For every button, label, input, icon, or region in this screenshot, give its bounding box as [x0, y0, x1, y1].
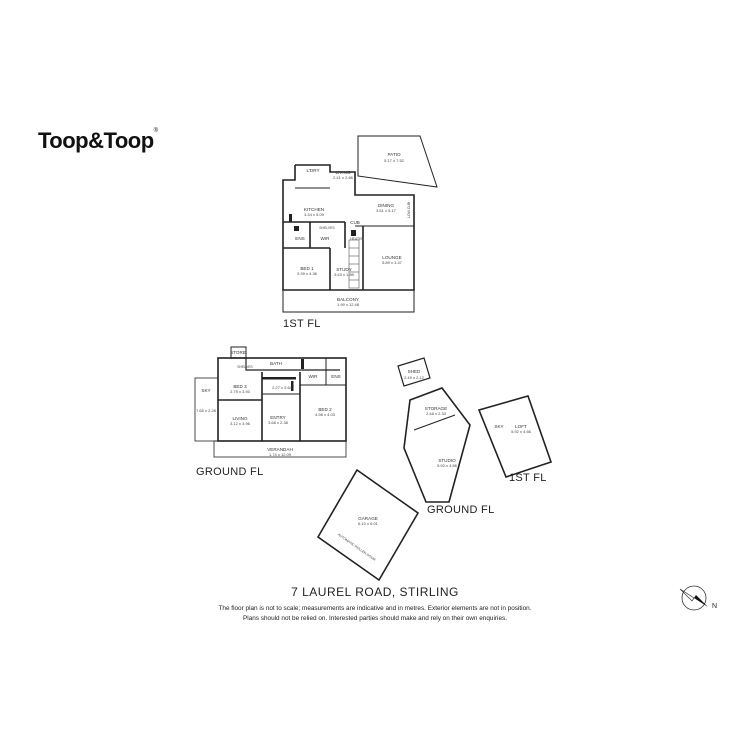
living-first-dim: 2.41 x 2.66 [333, 175, 354, 180]
dining-dim: 3.51 x 5.17 [376, 208, 397, 213]
first-floor-fixtures [289, 214, 356, 236]
patio-label: PATIO [387, 152, 401, 157]
wir-first-label: WIR [321, 236, 331, 241]
hall-dim: 2.27 x 3.64 [272, 385, 293, 390]
ens-first-label: ENS [295, 236, 304, 241]
brand-logo: Toop&Toop® [38, 128, 158, 154]
storage-dim: 2.48 x 2.33 [426, 411, 447, 416]
brand-logo-text: Toop&Toop [38, 128, 154, 153]
heater-fixture [351, 230, 356, 236]
verandah-dim: 1.74 x 12.09 [269, 452, 292, 457]
ground-floor-walls [194, 346, 347, 458]
studio-label: STUDIO [438, 458, 456, 463]
ground-floor-fixtures [262, 359, 304, 391]
loft-label: LOFT [515, 424, 527, 429]
bed3-dim: 2.79 x 3.93 [230, 389, 251, 394]
compass-icon [679, 585, 708, 611]
roller-door-label: AUTOMATIC ROLLER DOOR [337, 533, 377, 563]
shelves-first-label: SHELVES [319, 226, 335, 230]
storage-label: STORAGE [425, 406, 447, 411]
storage-wall [413, 414, 456, 431]
studio-ground-floor-title: GROUND FL [427, 504, 495, 516]
disclaimer: The floor plan is not to scale; measurem… [0, 604, 750, 624]
entry-label: ENTRY [270, 415, 286, 420]
dining-label: DINING [378, 203, 395, 208]
study-label: STUDY [336, 267, 352, 272]
bed1-label: BED 1 [300, 266, 314, 271]
living-ground-label: LIVING [232, 416, 247, 421]
shelf-fixture [262, 377, 296, 380]
first-floor-stairs [348, 239, 360, 289]
disclaimer-line-1: The floor plan is not to scale; measurem… [218, 605, 532, 612]
lounge-label: LOUNGE [382, 255, 401, 260]
disclaimer-line-2: Plans should not be relied on. Intereste… [243, 615, 507, 622]
heater-label: HEATER [350, 237, 364, 241]
outbuilding-walls [316, 357, 553, 582]
shed-outline [397, 357, 431, 387]
living-first-label: LIVING [335, 170, 350, 175]
first-floor-outline [282, 164, 415, 291]
property-address: 7 LAUREL ROAD, STIRLING [291, 585, 459, 599]
wir-fixture [301, 359, 304, 369]
garage-dim: 6.10 x 6.01 [358, 521, 379, 526]
low-cub-label: LOW CUB [407, 201, 411, 218]
balcony-label: BALCONY [337, 297, 359, 302]
ens-ground-label: ENS [331, 374, 340, 379]
compass-ring [681, 585, 707, 611]
compass-tail [679, 588, 695, 602]
sky-outline [194, 377, 219, 442]
loft-outline [477, 395, 553, 478]
first-floor-walls [282, 135, 438, 313]
kitchen-label: KITCHEN [304, 207, 324, 212]
cub-label: CUB [350, 220, 360, 225]
store-outline [230, 346, 247, 359]
shed-dim: 2.49 x 2.12 [404, 375, 425, 380]
compass-north-label: N [712, 603, 718, 610]
kitchen-dim: 3.34 x 5.09 [304, 212, 325, 217]
loft-dim: 5.92 x 4.66 [511, 429, 532, 434]
living-ground-dim: 3.12 x 3.96 [230, 421, 251, 426]
garage-outline [316, 468, 420, 582]
ens-fixture [294, 226, 299, 231]
bath-label: BATH [270, 361, 282, 366]
bed3-label: BED 3 [233, 384, 247, 389]
garage-label: GARAGE [358, 516, 378, 521]
patio-dim: 5.17 x 7.52 [384, 158, 405, 163]
studio-dim: 5.92 x 4.66 [437, 463, 458, 468]
sky-loft-label: SKY [494, 424, 503, 429]
wir-ground-label: WIR [309, 374, 319, 379]
store-label: STORE [230, 350, 246, 355]
sky-ground-label: SKY [201, 388, 210, 393]
compass-needle [694, 595, 708, 607]
laundry-label: L'DRY [306, 168, 319, 173]
first-floor-title: 1ST FL [283, 318, 321, 330]
loft-first-floor-title: 1ST FL [509, 472, 547, 484]
kitchen-fixture [289, 214, 292, 222]
balcony-dim: 1.99 x 12.48 [337, 302, 360, 307]
sky-ground-dim: 7.65 x 2.28 [196, 408, 217, 413]
balcony-outline [282, 289, 415, 313]
shed-label: SHED [408, 369, 421, 374]
verandah-label: VERANDAH [267, 447, 293, 452]
ground-floor-title: GROUND FL [196, 466, 264, 478]
bed2-label: BED 2 [318, 407, 332, 412]
bed1-dim: 3.39 x 4.36 [297, 271, 318, 276]
study-dim: 3.43 x 1.89 [334, 272, 355, 277]
lounge-dim: 5.89 x 3.47 [382, 260, 403, 265]
entry-dim: 3.68 x 2.38 [268, 420, 289, 425]
patio-outline [357, 135, 438, 188]
studio-outline [403, 387, 471, 503]
hall-fixture [291, 381, 294, 391]
registered-mark: ® [153, 128, 158, 134]
bed2-dim: 4.98 x 4.03 [315, 412, 336, 417]
shelves-ground-label: SHELVES [237, 365, 253, 369]
verandah-outline [213, 440, 347, 458]
